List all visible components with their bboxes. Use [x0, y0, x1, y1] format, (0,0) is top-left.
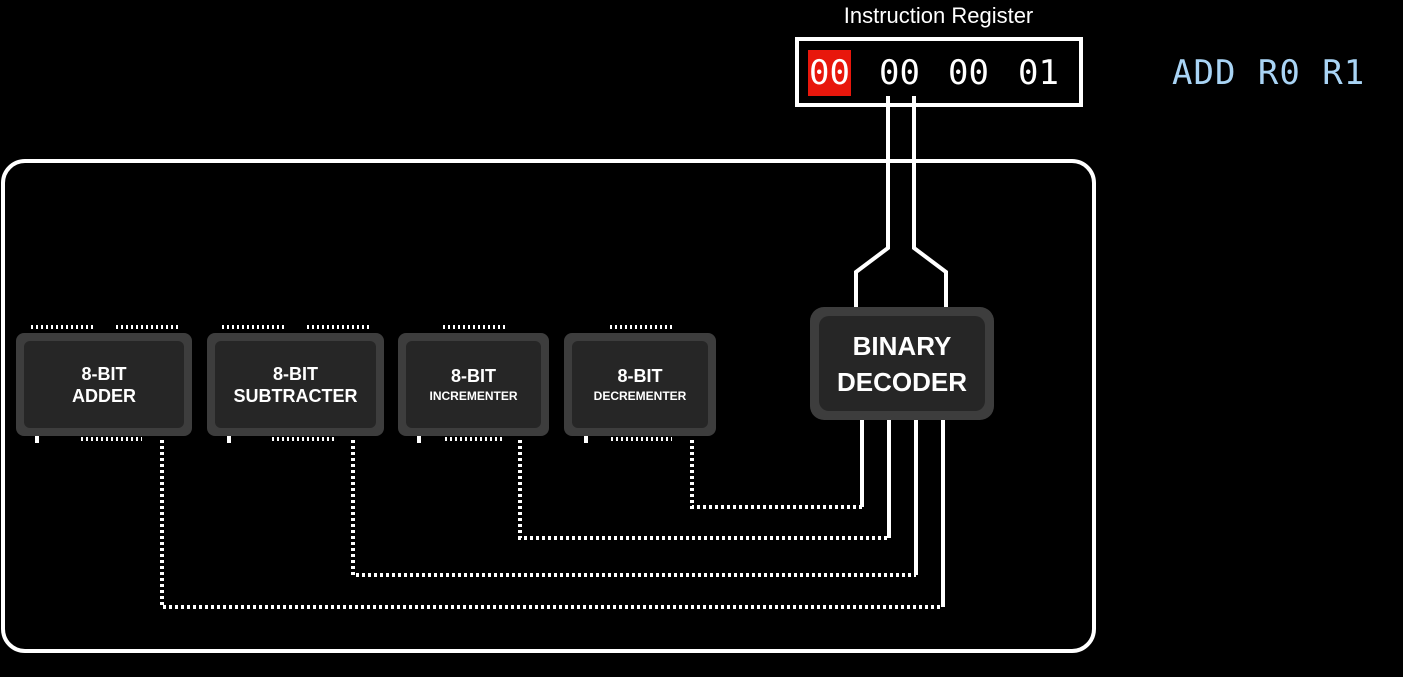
- decoder-line1: BINARY: [852, 330, 952, 361]
- instruction-register: [795, 37, 1083, 107]
- enable-line-adder: [160, 440, 943, 609]
- chip-incrementer-line2: INCREMENTER: [429, 388, 518, 403]
- enable-lines: [160, 440, 943, 609]
- decoder-outputs: [860, 420, 945, 607]
- assembly-instruction: ADD R0 R1: [1172, 53, 1366, 93]
- binary-decoder: BINARY DECODER: [810, 307, 994, 420]
- enable-line-decrementer: [690, 440, 862, 509]
- chip-incrementer: 8-BIT INCREMENTER: [398, 333, 549, 436]
- chip-subtracter: 8-BIT SUBTRACTER: [207, 333, 384, 436]
- ir-field-opcode: 00: [808, 50, 851, 96]
- chip-decrementer-line2: DECREMENTER: [593, 388, 687, 403]
- chip-subtracter-line2: SUBTRACTER: [233, 385, 358, 406]
- ir-field-4: 01: [1018, 53, 1059, 93]
- chip-pins: [31, 325, 673, 441]
- ir-field-3: 00: [948, 53, 989, 93]
- chip-adder-line2: ADDER: [71, 385, 136, 406]
- decoder-line2: DECODER: [836, 366, 967, 397]
- chip-end-pins: [35, 435, 588, 443]
- enable-line-subtracter: [351, 440, 916, 577]
- opcode-wires: [854, 96, 948, 307]
- alu-container: [1, 159, 1096, 653]
- chip-decrementer: 8-BIT DECREMENTER: [564, 333, 716, 436]
- ir-field-2: 00: [879, 53, 920, 93]
- enable-line-incrementer: [518, 440, 889, 540]
- instruction-register-title: Instruction Register: [843, 3, 1034, 28]
- chip-decrementer-line1: 8-BIT: [617, 365, 663, 386]
- chip-adder-line1: 8-BIT: [81, 363, 127, 384]
- chip-incrementer-line1: 8-BIT: [451, 365, 496, 386]
- chip-adder: 8-BIT ADDER: [16, 333, 192, 436]
- chip-subtracter-line1: 8-BIT: [273, 363, 318, 384]
